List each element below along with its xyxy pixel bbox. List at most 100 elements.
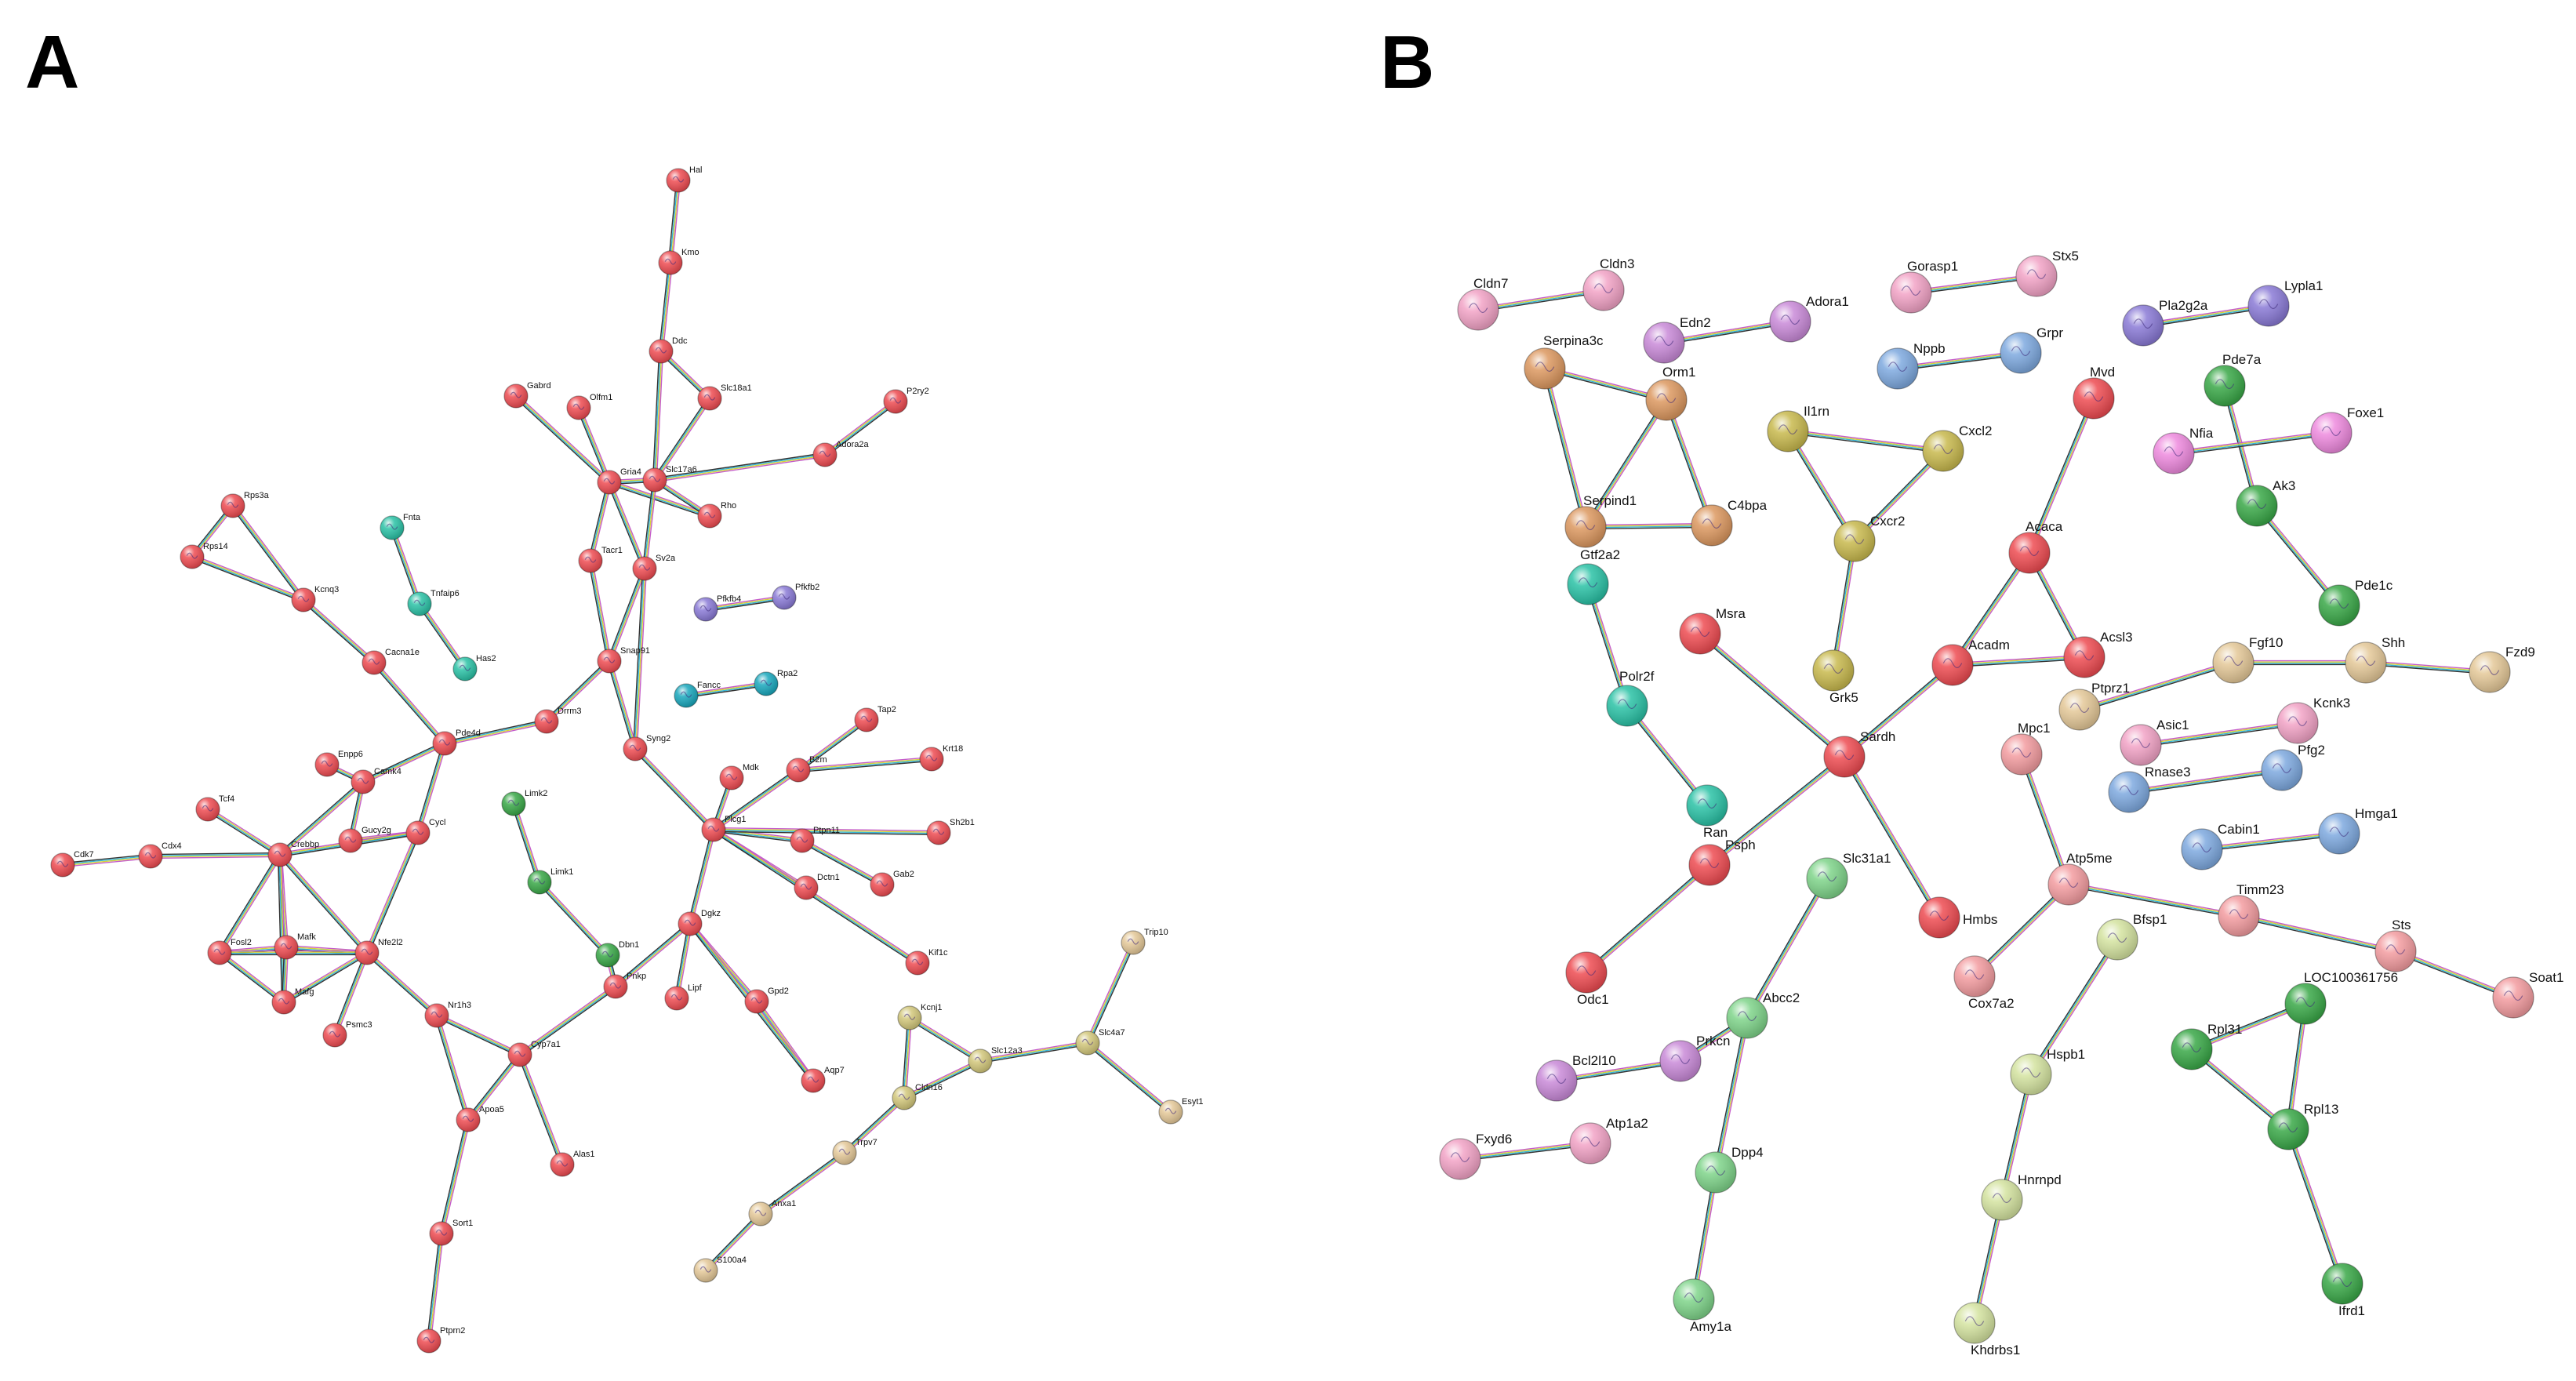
b-node-il1rn[interactable]: Il1rn bbox=[1767, 404, 1829, 452]
a-node-gucy2g[interactable]: Gucy2g bbox=[338, 826, 391, 853]
a-node-gab2[interactable]: Gab2 bbox=[870, 870, 914, 897]
b-node-nfia[interactable]: Nfia bbox=[2153, 426, 2214, 474]
b-node-loc100361756[interactable]: LOC100361756 bbox=[2284, 970, 2398, 1025]
b-node-c4bpa[interactable]: C4bpa bbox=[1691, 498, 1768, 547]
b-node-bcl2l10[interactable]: Bcl2l10 bbox=[1535, 1053, 1616, 1102]
a-node-rpa2[interactable]: Rpa2 bbox=[754, 669, 798, 696]
b-node-pla2g2a[interactable]: Pla2g2a bbox=[2122, 298, 2208, 347]
b-node-cox7a2[interactable]: Cox7a2 bbox=[1953, 955, 2015, 1011]
a-node-rps14[interactable]: Rps14 bbox=[180, 542, 228, 569]
a-node-nr1h3[interactable]: Nr1h3 bbox=[424, 1001, 471, 1028]
b-node-dpp4[interactable]: Dpp4 bbox=[1695, 1145, 1764, 1194]
a-node-slc4a7[interactable]: Slc4a7 bbox=[1075, 1028, 1125, 1056]
a-node-pfkfb2[interactable]: Pfkfb2 bbox=[772, 583, 819, 610]
b-node-serpina3c[interactable]: Serpina3c bbox=[1524, 333, 1604, 390]
a-node-esyt1[interactable]: Esyt1 bbox=[1158, 1097, 1204, 1125]
b-node-orm1[interactable]: Orm1 bbox=[1645, 365, 1696, 421]
b-node-mpc1[interactable]: Mpc1 bbox=[2000, 721, 2051, 776]
b-node-hspb1[interactable]: Hspb1 bbox=[2010, 1047, 2085, 1096]
a-node-rps3a[interactable]: Rps3a bbox=[220, 491, 270, 518]
a-node-sort1[interactable]: Sort1 bbox=[429, 1219, 473, 1246]
b-node-rpl13[interactable]: Rpl13 bbox=[2267, 1102, 2338, 1150]
a-node-mdk[interactable]: Mdk bbox=[719, 763, 759, 790]
b-node-ptprz1[interactable]: Ptprz1 bbox=[2058, 681, 2130, 731]
a-node-has2[interactable]: Has2 bbox=[452, 654, 496, 681]
a-node-apoa5[interactable]: Apoa5 bbox=[456, 1105, 504, 1132]
b-node-mvd[interactable]: Mvd bbox=[2073, 365, 2115, 420]
b-node-pde7a[interactable]: Pde7a bbox=[2204, 352, 2262, 407]
a-node-mafg[interactable]: Mafg bbox=[271, 987, 314, 1015]
a-node-alas1[interactable]: Alas1 bbox=[550, 1150, 595, 1177]
a-node-camk4[interactable]: Camk4 bbox=[351, 767, 401, 794]
a-node-syng2[interactable]: Syng2 bbox=[623, 734, 670, 761]
a-node-fnta[interactable]: Fnta bbox=[380, 513, 421, 540]
a-node-aqp7[interactable]: Aqp7 bbox=[801, 1066, 845, 1093]
b-node-grpr[interactable]: Grpr bbox=[2000, 325, 2063, 374]
b-node-gtf2a2[interactable]: Gtf2a2 bbox=[1567, 547, 1620, 605]
a-node-gabrd[interactable]: Gabrd bbox=[503, 381, 551, 409]
b-node-soat1[interactable]: Soat1 bbox=[2492, 970, 2563, 1019]
a-node-kcnq3[interactable]: Kcnq3 bbox=[291, 585, 339, 612]
a-node-trpv7[interactable]: Trpv7 bbox=[832, 1138, 877, 1165]
a-node-slc12a3[interactable]: Slc12a3 bbox=[968, 1046, 1023, 1074]
b-node-rnase3[interactable]: Rnase3 bbox=[2108, 765, 2191, 813]
a-node-limk1[interactable]: Limk1 bbox=[527, 867, 573, 895]
a-node-kif1c[interactable]: Kif1c bbox=[905, 948, 948, 976]
b-node-hnrnpd[interactable]: Hnrnpd bbox=[1981, 1172, 2062, 1221]
b-node-sts[interactable]: Sts bbox=[2374, 918, 2417, 972]
b-node-hmga1[interactable]: Hmga1 bbox=[2318, 806, 2398, 855]
a-node-nfe2l2[interactable]: Nfe2l2 bbox=[354, 938, 403, 965]
a-node-cldn16[interactable]: Cldn16 bbox=[892, 1083, 943, 1110]
a-node-s100a4[interactable]: S100a4 bbox=[693, 1256, 747, 1283]
b-node-cldn3[interactable]: Cldn3 bbox=[1582, 256, 1634, 311]
b-node-asic1[interactable]: Asic1 bbox=[2120, 718, 2189, 766]
b-node-acadm[interactable]: Acadm bbox=[1931, 638, 2010, 686]
b-node-msra[interactable]: Msra bbox=[1679, 606, 1746, 655]
b-node-foxe1[interactable]: Foxe1 bbox=[2310, 405, 2384, 454]
a-node-cycl[interactable]: Cycl bbox=[405, 818, 445, 845]
a-node-sv2a[interactable]: Sv2a bbox=[632, 554, 676, 581]
a-node-gpd2[interactable]: Gpd2 bbox=[744, 987, 789, 1014]
a-node-tap2[interactable]: Tap2 bbox=[854, 705, 896, 732]
a-node-ddc[interactable]: Ddc bbox=[649, 336, 688, 364]
b-node-slc31a1[interactable]: Slc31a1 bbox=[1806, 851, 1891, 899]
b-node-polr2f[interactable]: Polr2f bbox=[1606, 669, 1655, 727]
a-node-snap91[interactable]: Snap91 bbox=[597, 646, 650, 674]
a-node-kmo[interactable]: Kmo bbox=[658, 248, 699, 275]
b-node-cxcr2[interactable]: Cxcr2 bbox=[1833, 514, 1905, 562]
b-node-atp1a2[interactable]: Atp1a2 bbox=[1569, 1116, 1648, 1165]
b-node-kcnk3[interactable]: Kcnk3 bbox=[2276, 696, 2350, 744]
b-node-fzd9[interactable]: Fzd9 bbox=[2469, 645, 2535, 693]
a-node-gria4[interactable]: Gria4 bbox=[597, 467, 641, 495]
a-node-trip10[interactable]: Trip10 bbox=[1121, 928, 1168, 955]
a-node-cdk7[interactable]: Cdk7 bbox=[50, 850, 94, 878]
a-node-anxa1[interactable]: Anxa1 bbox=[748, 1199, 796, 1227]
b-node-timm23[interactable]: Timm23 bbox=[2218, 882, 2284, 937]
b-node-hmbs[interactable]: Hmbs bbox=[1918, 896, 1997, 939]
b-node-abcc2[interactable]: Abcc2 bbox=[1726, 990, 1800, 1039]
b-node-odc1[interactable]: Odc1 bbox=[1565, 951, 1609, 1007]
a-node-p2ry2[interactable]: P2ry2 bbox=[883, 387, 929, 414]
a-node-kcnj1[interactable]: Kcnj1 bbox=[897, 1003, 943, 1030]
b-node-nppb[interactable]: Nppb bbox=[1877, 341, 1946, 390]
a-node-fancc[interactable]: Fancc bbox=[674, 681, 721, 708]
a-node-plcg1[interactable]: Plcg1 bbox=[701, 815, 747, 842]
a-node-fosl2[interactable]: Fosl2 bbox=[207, 938, 252, 965]
a-node-drrm3[interactable]: Drrm3 bbox=[534, 707, 582, 734]
b-node-edn2[interactable]: Edn2 bbox=[1643, 315, 1711, 364]
b-node-fgf10[interactable]: Fgf10 bbox=[2212, 635, 2283, 684]
a-node-tcf4[interactable]: Tcf4 bbox=[195, 794, 234, 822]
a-node-pnkp[interactable]: Pnkp bbox=[603, 972, 646, 999]
a-node-tnfaip6[interactable]: Tnfaip6 bbox=[407, 589, 460, 616]
b-node-stx5[interactable]: Stx5 bbox=[2015, 249, 2079, 297]
a-node-dgkz[interactable]: Dgkz bbox=[678, 909, 721, 936]
a-node-ptprn2[interactable]: Ptprn2 bbox=[416, 1326, 465, 1354]
a-node-tacr1[interactable]: Tacr1 bbox=[578, 546, 623, 573]
a-node-dbn1[interactable]: Dbn1 bbox=[595, 940, 639, 968]
b-node-grk5[interactable]: Grk5 bbox=[1812, 649, 1858, 705]
a-node-krt18[interactable]: Krt18 bbox=[919, 744, 963, 772]
b-node-prkcn[interactable]: Prkcn bbox=[1659, 1034, 1730, 1082]
b-node-ifrd1[interactable]: Ifrd1 bbox=[2321, 1263, 2365, 1318]
a-node-slc18a1[interactable]: Slc18a1 bbox=[697, 383, 752, 411]
a-node-psmc3[interactable]: Psmc3 bbox=[322, 1020, 372, 1048]
